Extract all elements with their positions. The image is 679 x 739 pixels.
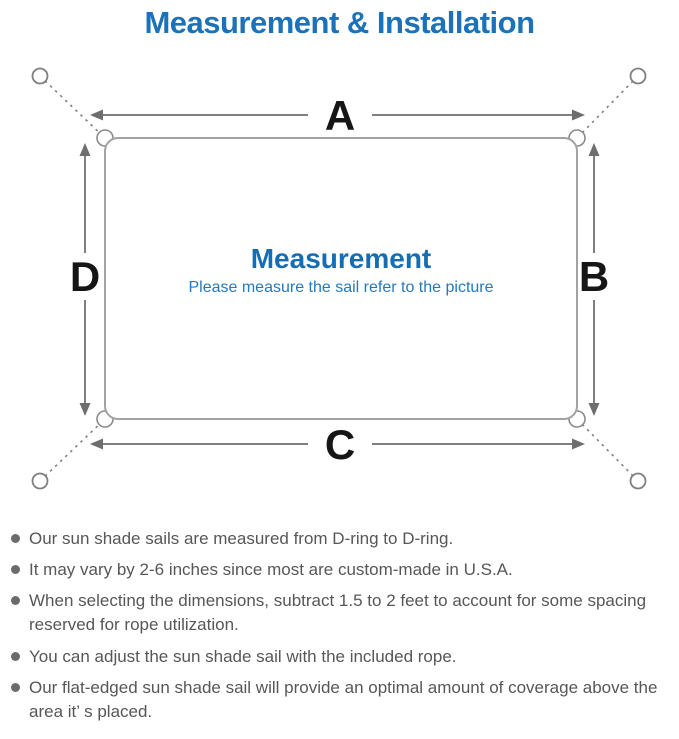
label-side-d: D	[70, 253, 100, 300]
note-text: Our sun shade sails are measured from D-…	[29, 529, 454, 548]
note-item: Our flat-edged sun shade sail will provi…	[10, 676, 669, 724]
note-text: When selecting the dimensions, subtract …	[29, 591, 647, 635]
anchor-ring-top-left	[31, 67, 49, 85]
rope-bottom-right	[575, 417, 639, 482]
rope-top-right	[575, 75, 639, 140]
note-text: It may vary by 2-6 inches since most are…	[29, 560, 513, 580]
measurement-diagram: A C D B Measurement Please measure the s…	[0, 53, 679, 511]
page-title: Measurement & Installation	[144, 5, 535, 40]
note-item: It may vary by 2-6 inches since most are…	[10, 558, 669, 582]
bullet-icon	[11, 596, 20, 606]
rope-lines	[39, 75, 639, 482]
label-side-a: A	[325, 92, 355, 139]
center-heading: Measurement	[251, 243, 432, 274]
bullet-icon	[11, 534, 20, 543]
notes-list: Our sun shade sails are measured from D-…	[0, 527, 679, 724]
sail-diagram-svg: A C D B Measurement Please measure the s…	[31, 67, 647, 490]
anchor-ring-top-right	[629, 67, 647, 85]
note-text: Our flat-edged sun shade sail will provi…	[29, 677, 658, 721]
anchor-ring-bottom-left	[31, 472, 49, 490]
bullet-icon	[11, 682, 20, 692]
label-side-c: C	[325, 421, 355, 468]
note-text: You can adjust the sun shade sail with t…	[29, 646, 457, 666]
rope-top-left	[39, 75, 107, 140]
center-subtitle: Please measure the sail refer to the pic…	[188, 279, 493, 296]
bullet-icon	[11, 565, 20, 575]
rope-bottom-left	[39, 417, 107, 482]
anchor-ring-bottom-right	[629, 472, 647, 490]
note-item: When selecting the dimensions, subtract …	[10, 589, 669, 637]
label-side-b: B	[579, 253, 609, 300]
measurement-arrows	[79, 109, 600, 450]
note-item: Our sun shade sails are measured from D-…	[10, 527, 669, 551]
note-item: You can adjust the sun shade sail with t…	[10, 645, 669, 669]
anchor-rings	[31, 67, 647, 490]
sail-outline	[104, 137, 578, 420]
bullet-icon	[11, 651, 20, 661]
